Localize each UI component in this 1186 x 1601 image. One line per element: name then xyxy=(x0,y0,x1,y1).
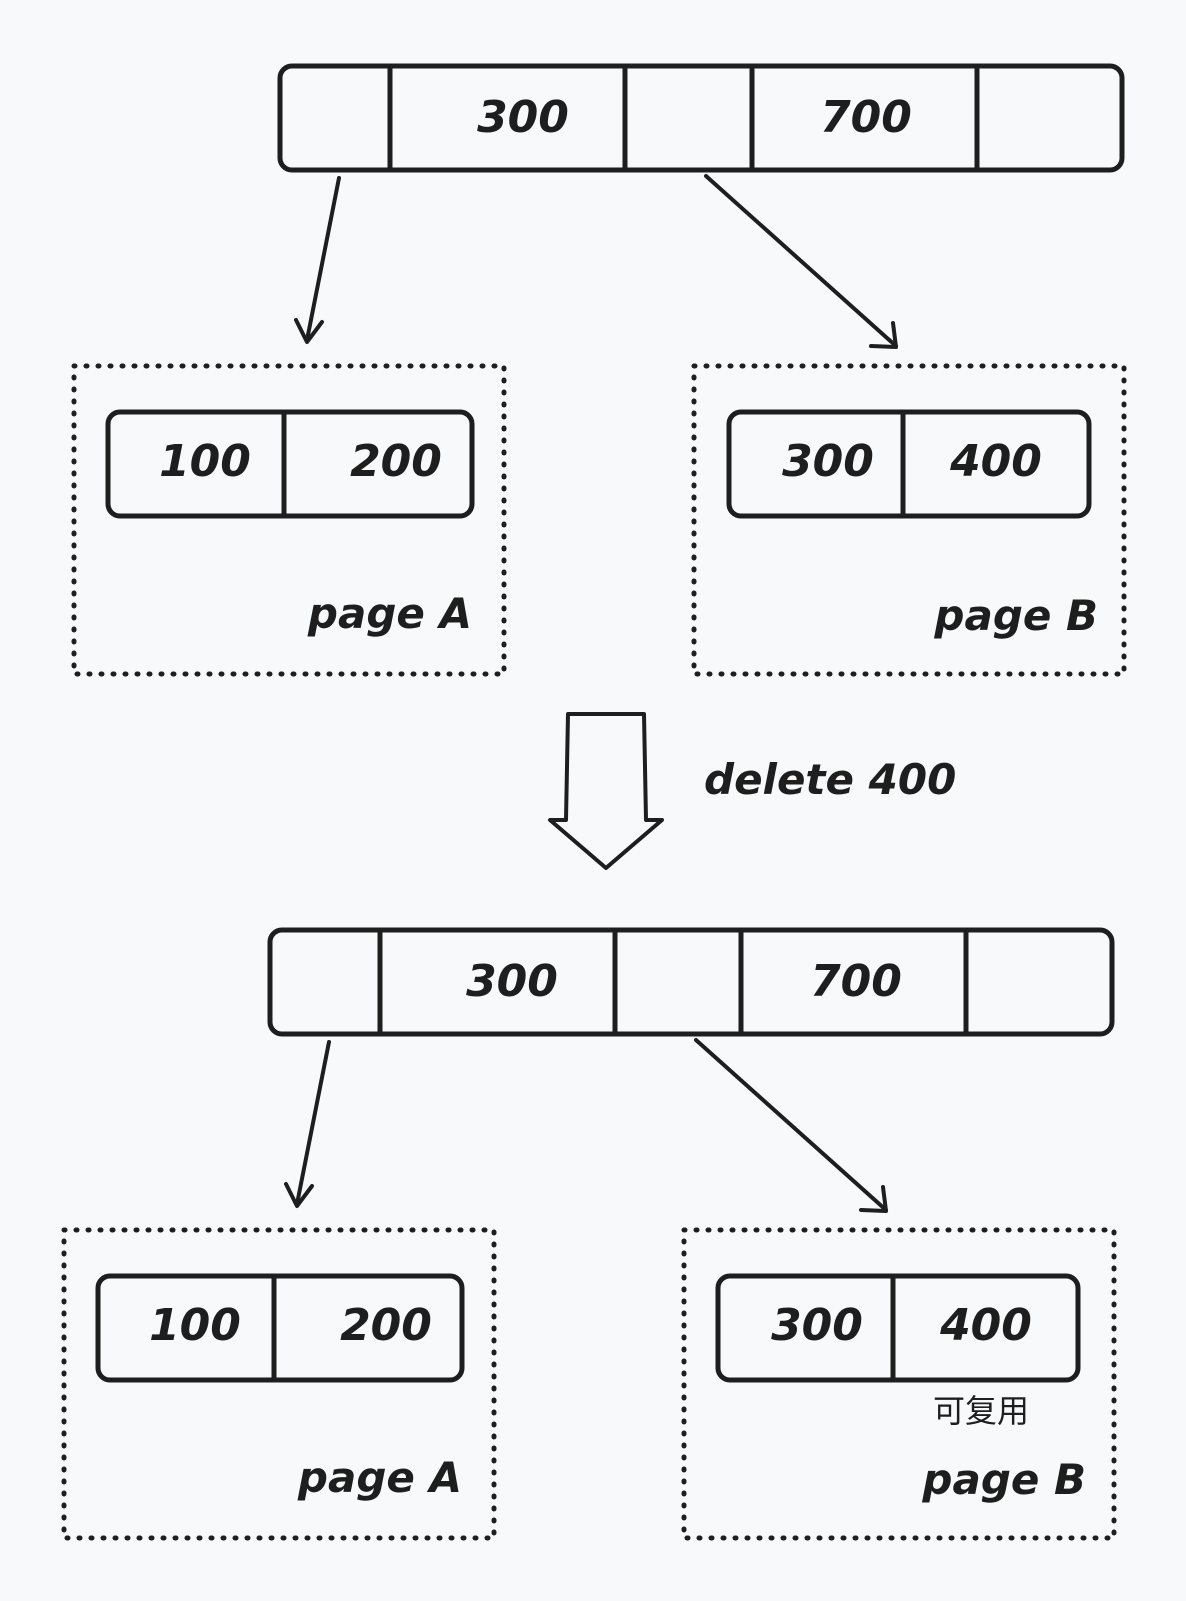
page-b-boundary xyxy=(681,1227,1117,1541)
page-a: 100 200 page A xyxy=(71,363,507,677)
pointer-arrow-right xyxy=(694,1038,888,1213)
leaf-key: 400 xyxy=(949,436,1042,487)
page-a-boundary xyxy=(61,1227,497,1541)
pointer-arrow-left xyxy=(284,1040,331,1208)
down-arrow-icon xyxy=(548,712,664,870)
leaf-key: 100 xyxy=(159,436,251,487)
page-a-label: page A xyxy=(307,589,472,638)
leaf-key: 200 xyxy=(340,1300,432,1351)
leaf-key: 200 xyxy=(350,436,442,487)
root-key: 700 xyxy=(820,92,912,143)
after-section: 300 700 100 200 page A 300 400 xyxy=(61,927,1117,1541)
page-a-label: page A xyxy=(297,1453,462,1502)
page-b: 300 400 可复用 page B xyxy=(681,1227,1117,1541)
before-section: 300 700 100 200 page A 300 400 xyxy=(71,63,1127,677)
page-b-label: page B xyxy=(933,591,1098,640)
leaf-node-box xyxy=(726,409,1092,519)
page-b-label: page B xyxy=(921,1455,1086,1504)
root-node-box xyxy=(277,63,1125,173)
root-node: 300 700 xyxy=(277,63,1125,173)
pointer-arrow-left xyxy=(294,176,341,344)
root-node-box xyxy=(267,927,1115,1037)
page-a: 100 200 page A xyxy=(61,1227,497,1541)
root-key: 300 xyxy=(466,956,558,1007)
page-b: 300 400 page B xyxy=(691,363,1127,677)
leaf-key: 300 xyxy=(782,436,874,487)
leaf-node-box xyxy=(105,409,475,519)
leaf-node-box xyxy=(715,1273,1081,1383)
leaf-key: 300 xyxy=(771,1300,863,1351)
transition: delete 400 xyxy=(548,712,956,870)
pointer-arrow-right xyxy=(704,174,898,349)
page-b-boundary xyxy=(691,363,1127,677)
root-key: 300 xyxy=(477,92,569,143)
page-a-boundary xyxy=(71,363,507,677)
leaf-node-box xyxy=(95,1273,465,1383)
leaf-key: 400 xyxy=(939,1300,1032,1351)
reusable-note: 可复用 xyxy=(933,1392,1029,1430)
root-key: 700 xyxy=(810,956,902,1007)
delete-action-label: delete 400 xyxy=(704,755,956,804)
leaf-key: 100 xyxy=(149,1300,241,1351)
root-node: 300 700 xyxy=(267,927,1115,1037)
